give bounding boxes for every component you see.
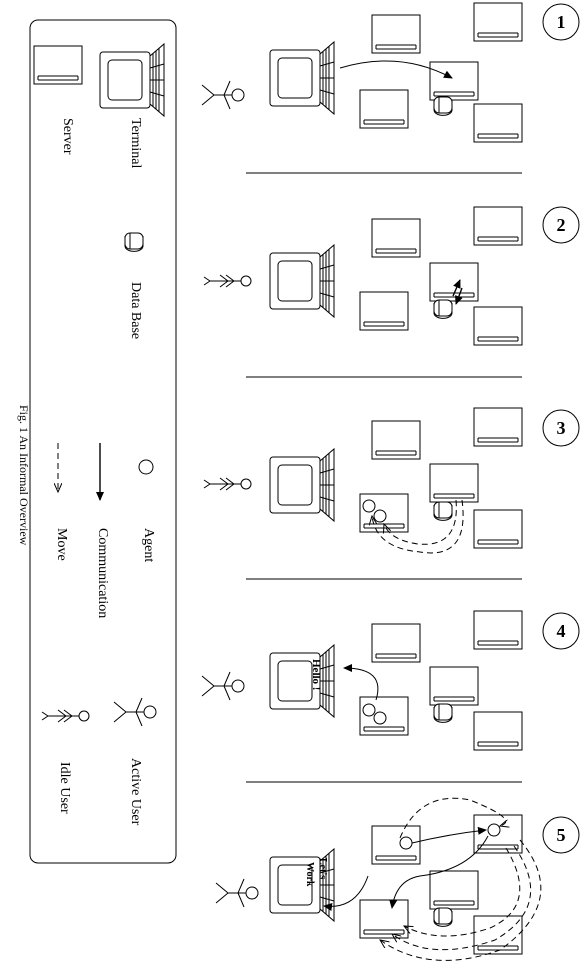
legend-terminal-icon — [99, 43, 165, 117]
step-1: 1 — [201, 2, 580, 143]
step-number: 5 — [557, 825, 566, 845]
terminal-screen-text: Hello ! — [310, 659, 322, 690]
legend-idle-user-label: Idle User — [57, 762, 72, 814]
step-number: 4 — [557, 621, 566, 641]
move-arrow — [372, 499, 464, 554]
legend-communication-label: Communication — [95, 528, 110, 618]
legend-agent-label: Agent — [141, 528, 156, 562]
communication-arrow — [455, 287, 463, 305]
terminal-icon — [269, 244, 335, 318]
server-icon — [473, 407, 523, 447]
server-icon — [371, 623, 421, 663]
server-icon — [429, 463, 479, 503]
legend-terminal-label: Terminal — [128, 118, 143, 168]
communication-arrow — [343, 664, 379, 701]
server-icon — [371, 14, 421, 54]
figure-caption: Fig. 1 An Informal Overview — [17, 405, 31, 546]
agent-icon — [362, 499, 376, 513]
active-user-icon — [201, 80, 245, 110]
server-icon — [429, 870, 479, 910]
step-5: 5 Let's Work — [215, 797, 580, 961]
server-icon — [371, 218, 421, 258]
server-icon — [359, 899, 409, 939]
terminal-icon — [269, 448, 335, 522]
agent-icon — [487, 823, 501, 837]
server-icon — [429, 61, 479, 101]
agent-icon — [373, 711, 387, 725]
legend-agent-icon — [138, 459, 154, 475]
step-2: 2 — [203, 206, 580, 346]
terminal-icon — [269, 644, 335, 718]
communication-arrow — [411, 826, 487, 844]
step-number-badge — [542, 816, 580, 854]
idle-user-icon — [203, 274, 252, 288]
terminal-screen-text: Work — [304, 862, 315, 887]
move-arrow — [404, 847, 521, 937]
communication-arrow — [452, 279, 461, 297]
terminal-icon — [269, 41, 335, 115]
active-user-icon — [215, 878, 259, 908]
communication-arrow — [389, 835, 489, 909]
legend-box — [29, 19, 177, 864]
database-icon — [433, 96, 453, 116]
server-icon — [371, 825, 421, 865]
legend-idle-user-icon — [41, 709, 90, 723]
database-icon — [433, 703, 453, 723]
step-number-badge — [542, 409, 580, 447]
move-arrow — [392, 845, 532, 951]
step-number: 1 — [557, 12, 566, 32]
database-icon — [433, 299, 453, 319]
server-icon — [473, 206, 523, 246]
communication-arrow — [339, 60, 453, 79]
agent-icon — [399, 836, 413, 850]
legend-server-label: Server — [60, 118, 75, 155]
server-icon — [371, 420, 421, 460]
legend-database-icon — [124, 232, 144, 252]
legend-active-user-icon — [113, 697, 157, 727]
move-arrow — [399, 797, 506, 839]
legend-server-icon — [33, 45, 83, 85]
legend-database-label: Data Base — [128, 282, 143, 339]
agent-icon — [362, 703, 376, 717]
active-user-icon — [201, 671, 245, 701]
server-icon — [473, 103, 523, 143]
server-icon — [359, 89, 409, 129]
step-number-badge — [542, 612, 580, 650]
idle-user-icon — [203, 477, 252, 491]
database-icon — [433, 501, 453, 521]
communication-arrow — [323, 875, 369, 911]
step-3: 3 — [203, 407, 580, 554]
server-icon — [473, 509, 523, 549]
step-number: 2 — [557, 215, 566, 235]
move-arrow — [384, 499, 457, 545]
server-icon — [429, 666, 479, 706]
step-number: 3 — [557, 418, 566, 438]
step-4: 4 Hello ! — [201, 610, 580, 751]
legend: Server Terminal Data Base Agent Communic… — [29, 19, 177, 864]
terminal-screen-text: Let's — [317, 858, 328, 879]
agent-icon — [373, 509, 387, 523]
step-number-badge — [542, 3, 580, 41]
database-icon — [433, 907, 453, 927]
server-icon — [473, 306, 523, 346]
server-icon — [473, 610, 523, 650]
server-icon — [359, 291, 409, 331]
server-icon — [473, 711, 523, 751]
server-icon — [473, 2, 523, 42]
step-number-badge — [542, 206, 580, 244]
server-icon — [473, 915, 523, 955]
move-arrow — [380, 839, 542, 961]
legend-active-user-label: Active User — [128, 758, 143, 826]
legend-move-label: Move — [54, 528, 69, 561]
